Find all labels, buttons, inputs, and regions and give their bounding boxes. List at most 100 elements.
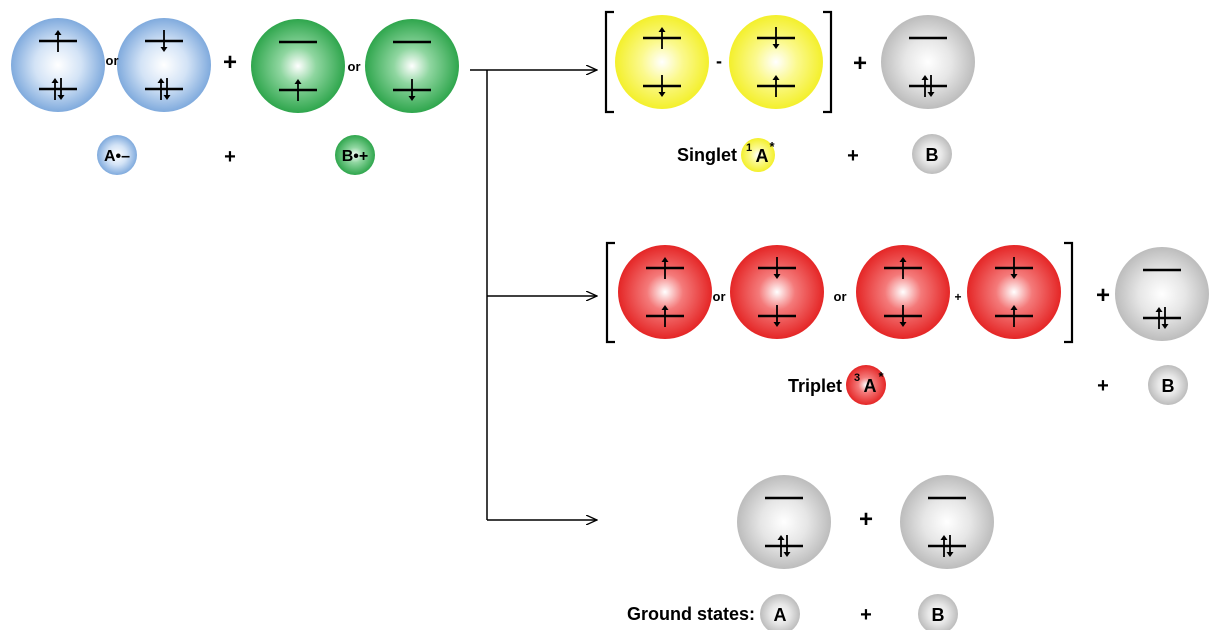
triplet-sphere-1-body [618,245,712,339]
label-spheres [97,134,1188,630]
plus-triplet-labels: + [1097,375,1109,397]
singlet-sphere-1-lower-spin-down-head [658,92,666,97]
singlet-state-star: * [769,139,775,154]
singlet-bracket-right [823,10,833,114]
or-label-triplet-2: or [834,289,847,304]
ground-b-label: B [932,605,945,625]
triplet-sphere-3-lower-spin-down-head [899,322,907,327]
triplet-partner-sphere [1115,247,1209,341]
anion-label: A•– [104,148,130,165]
singlet-partner-sphere-lower-spin-up-head [921,75,929,80]
ground-b-orbital-sphere-lower-spin-up-head [940,535,948,540]
ground-states-label: Ground states: [627,604,755,624]
singlet-partner-label: B [926,145,939,165]
plus-triplet-orbitals: + [1096,282,1110,309]
anion-sphere-2-lower-spin-down-head [163,95,171,100]
ground-b-orbital-sphere [900,475,994,569]
triplet-partner-sphere-lower-spin-down-head [1161,324,1169,329]
plus-reactants-labels: + [224,146,236,168]
triplet-sphere-1-upper-spin-up-head [661,257,669,262]
or-label-triplet-1: or [713,289,726,304]
triplet-plus-small: + [954,290,961,304]
triplet-sphere-4-lower-spin-up-head [1010,305,1018,310]
cation-sphere-1-lower-spin-up-head [294,79,302,84]
anion-sphere-1-lower-spin-down-head [57,95,65,100]
singlet-partner-sphere [881,15,975,109]
triplet-state-sphere [846,365,886,405]
ground-b-orbital-sphere-lower-spin-down-head [946,552,954,557]
singlet-sphere-2 [729,15,823,109]
singlet-partner-sphere [912,134,952,174]
cation-sphere-1-body [251,19,345,113]
cation-sphere-1 [251,19,345,113]
anion-sphere-2-lower-spin-up-head [157,78,165,83]
singlet-sphere-2-body [729,15,823,109]
plus-ground-orbitals: + [859,506,873,533]
ground-a-orbital-sphere [737,475,831,569]
anion-sphere-1-lower-spin-up-head [51,78,59,83]
triplet-sphere-2 [730,245,824,339]
singlet-partner-sphere-lower-spin-down-head [927,92,935,97]
singlet-state-letter: A [756,146,769,166]
triplet-partner-sphere-lower-spin-up-head [1155,307,1163,312]
singlet-bracket-left [604,10,614,114]
triplet-sphere-1-lower-spin-up-head [661,305,669,310]
anion-sphere-1-upper-spin-up-head [54,30,62,35]
singlet-sphere-2-upper-spin-down-head [772,44,780,49]
ground-a-orbital-sphere-body [737,475,831,569]
anion-label-sphere [97,135,137,175]
plus-singlet-orbitals: + [853,50,867,77]
singlet-sphere-1 [615,15,709,109]
ground-b-orbital-sphere-body [900,475,994,569]
triplet-sphere-4 [967,245,1061,339]
cation-label: B•+ [342,148,369,165]
anion-sphere-2 [117,18,211,112]
triplet-partner-label: B [1162,376,1175,396]
anion-sphere-1 [11,18,105,112]
triplet-sphere-4-body [967,245,1061,339]
anion-sphere-1-body [11,18,105,112]
cation-sphere-2 [365,19,459,113]
cation-sphere-2-lower-spin-down-head [408,96,416,101]
singlet-state-sphere [741,138,775,172]
singlet-minus: - [716,51,722,71]
triplet-state-star: * [878,369,884,384]
triplet-sphere-2-upper-spin-down-head [773,274,781,279]
labels: or or + A•– + B•+ - + Singlet 1 A * + B … [104,49,1175,626]
triplet-partner-sphere-body [1115,247,1209,341]
triplet-label: Triplet [788,376,842,396]
triplet-sphere-2-body [730,245,824,339]
plus-ground-labels: + [860,604,872,626]
plus-singlet-labels: + [847,145,859,167]
triplet-sphere-3 [856,245,950,339]
singlet-partner-sphere-body [881,15,975,109]
cation-sphere-2-body [365,19,459,113]
ground-a-sphere [760,594,800,630]
ground-a-orbital-sphere-lower-spin-down-head [783,552,791,557]
triplet-sphere-4-upper-spin-down-head [1010,274,1018,279]
orbital-spheres [11,15,1209,569]
singlet-state-sup: 1 [746,142,752,154]
brackets [604,10,1074,344]
singlet-sphere-1-body [615,15,709,109]
plus-reactants-orbitals: + [223,49,237,76]
or-label-reactant-cation: or [348,59,361,74]
anion-sphere-2-upper-spin-down-head [160,47,168,52]
cation-label-sphere [335,135,375,175]
triplet-sphere-2-lower-spin-down-head [773,322,781,327]
triplet-sphere-1 [618,245,712,339]
singlet-label: Singlet [677,145,737,165]
or-label-reactant-anion: or [106,53,119,68]
reaction-arrows [470,70,597,520]
triplet-state-sup: 3 [854,372,860,384]
singlet-sphere-2-lower-spin-up-head [772,75,780,80]
ground-a-orbital-sphere-lower-spin-up-head [777,535,785,540]
triplet-sphere-3-upper-spin-up-head [899,257,907,262]
anion-sphere-2-body [117,18,211,112]
triplet-partner-sphere [1148,365,1188,405]
triplet-state-letter: A [864,376,877,396]
triplet-bracket-left [605,241,615,344]
triplet-bracket-right [1064,241,1074,344]
ground-b-sphere [918,594,958,630]
